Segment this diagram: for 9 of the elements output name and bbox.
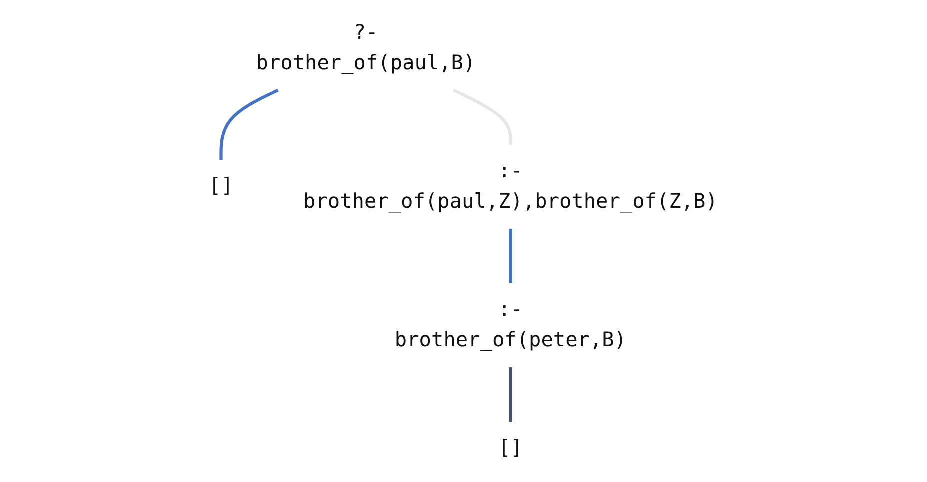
node-text: :-brother_of(peter,B) bbox=[394, 298, 627, 352]
connector bbox=[509, 228, 512, 284]
node-text: [] bbox=[498, 436, 523, 460]
connector bbox=[453, 88, 512, 145]
node-text: ?-brother_of(paul,B) bbox=[256, 21, 476, 75]
connector bbox=[220, 88, 279, 160]
node-text: :-brother_of(paul,Z),brother_of(Z,B) bbox=[304, 160, 718, 214]
node-text: [] bbox=[209, 174, 234, 198]
connector bbox=[509, 368, 512, 422]
